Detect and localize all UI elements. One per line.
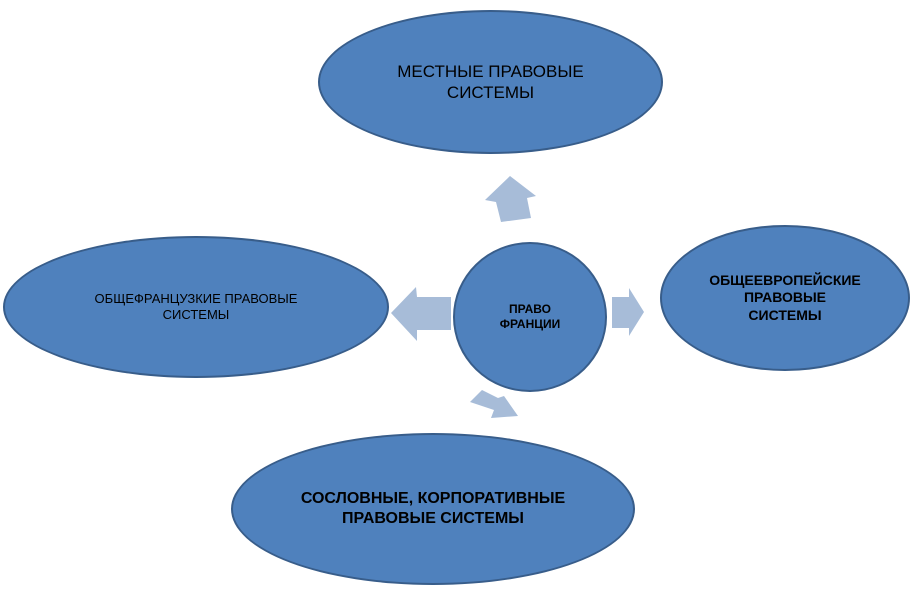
node-bottom-line-2: ПРАВОВЫЕ СИСТЕМЫ [342, 510, 524, 527]
node-law-of-france: ПРАВО ФРАНЦИИ [453, 242, 607, 392]
node-general-european-legal-systems: ОБЩЕЕВРОПЕЙСКИЕ ПРАВОВЫЕ СИСТЕМЫ [660, 225, 910, 371]
node-left-line-2: СИСТЕМЫ [162, 307, 230, 322]
node-local-legal-systems: МЕСТНЫЕ ПРАВОВЫЕ СИСТЕМЫ [318, 10, 663, 154]
arrow-left [391, 287, 451, 341]
node-center-line-1: ПРАВО [509, 302, 551, 316]
node-top-line-2: СИСТЕМЫ [446, 83, 535, 102]
arrow-down [470, 390, 518, 418]
arrow-right [612, 288, 644, 336]
node-general-french-legal-systems: ОБЩЕФРАНЦУЗКИЕ ПРАВОВЫЕ СИСТЕМЫ [3, 236, 389, 378]
arrow-up [485, 176, 536, 222]
node-estate-corporate-legal-systems: СОСЛОВНЫЕ, КОРПОРАТИВНЫЕ ПРАВОВЫЕ СИСТЕМ… [231, 433, 635, 585]
node-center-line-2: ФРАНЦИИ [499, 317, 561, 331]
node-general-french-legal-systems-label: ОБЩЕФРАНЦУЗКИЕ ПРАВОВЫЕ СИСТЕМЫ [95, 291, 298, 324]
node-right-line-1: ОБЩЕЕВРОПЕЙСКИЕ [709, 271, 861, 288]
node-local-legal-systems-label: МЕСТНЫЕ ПРАВОВЫЕ СИСТЕМЫ [397, 61, 583, 104]
node-right-line-2: ПРАВОВЫЕ [743, 289, 827, 306]
node-left-line-1: ОБЩЕФРАНЦУЗКИЕ ПРАВОВЫЕ [94, 290, 298, 306]
node-general-european-legal-systems-label: ОБЩЕЕВРОПЕЙСКИЕ ПРАВОВЫЕ СИСТЕМЫ [709, 272, 861, 325]
node-right-line-3: СИСТЕМЫ [748, 306, 822, 323]
node-estate-corporate-legal-systems-label: СОСЛОВНЫЕ, КОРПОРАТИВНЫЕ ПРАВОВЫЕ СИСТЕМ… [301, 489, 565, 529]
node-law-of-france-label: ПРАВО ФРАНЦИИ [500, 302, 561, 332]
node-bottom-line-1: СОСЛОВНЫЕ, КОРПОРАТИВНЫЕ [300, 490, 566, 507]
node-top-line-1: МЕСТНЫЕ ПРАВОВЫЕ [397, 61, 584, 81]
